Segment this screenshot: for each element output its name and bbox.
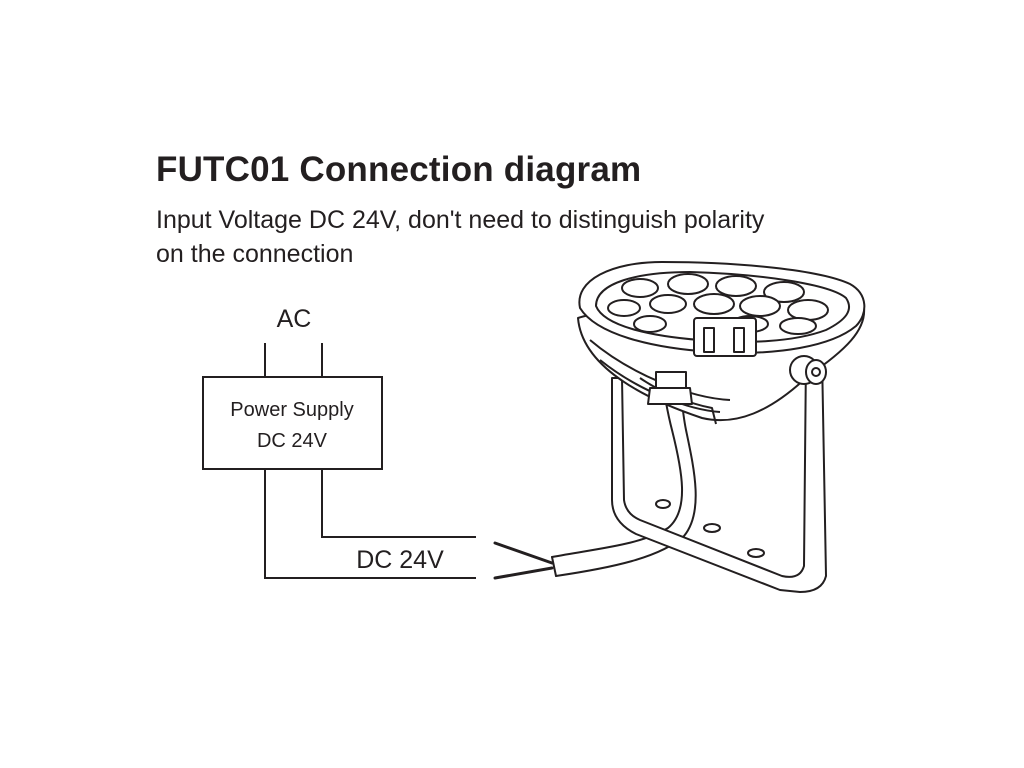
ac-label: AC — [277, 305, 312, 333]
power-supply-label-2: DC 24V — [257, 430, 328, 452]
subtitle-line-2: on the connection — [156, 240, 354, 268]
power-supply-box — [202, 376, 383, 470]
dc-output-label: DC 24V — [356, 546, 444, 574]
ac-input-wires — [264, 343, 323, 377]
diagram-subtitle: Input Voltage DC 24V, don't need to dist… — [156, 203, 896, 271]
dc-output-wires — [264, 469, 476, 579]
power-supply-label-1: Power Supply — [230, 399, 353, 421]
diagram-title: FUTC01 Connection diagram — [156, 150, 642, 189]
led-array — [607, 273, 829, 335]
spotlight-icon — [577, 261, 866, 593]
subtitle-line-1: Input Voltage DC 24V, don't need to dist… — [156, 206, 765, 234]
cable — [493, 391, 697, 580]
